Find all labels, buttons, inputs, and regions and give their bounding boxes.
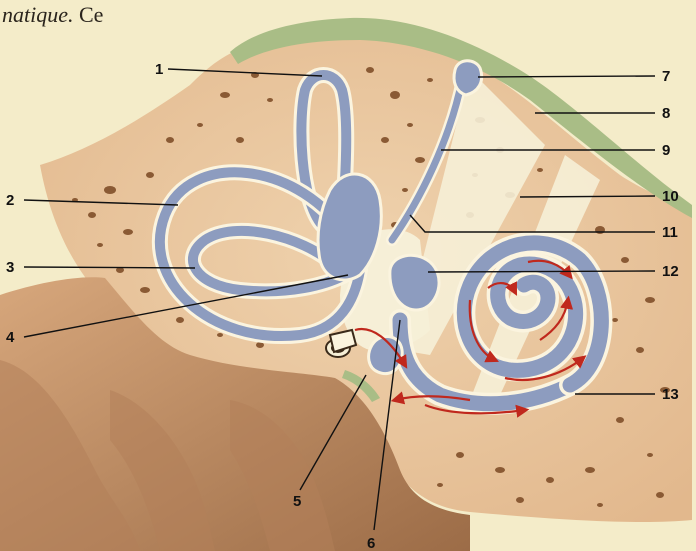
label-10: 10 (662, 188, 679, 205)
endolymphatic-sac (454, 61, 482, 95)
label-12: 12 (662, 263, 679, 280)
label-1: 1 (155, 61, 163, 78)
label-3: 3 (6, 259, 14, 276)
label-9: 9 (662, 142, 670, 159)
label-5: 5 (293, 493, 301, 510)
label-11: 11 (662, 224, 678, 241)
label-13: 13 (662, 386, 679, 403)
saccule (390, 255, 439, 310)
label-8: 8 (662, 105, 670, 122)
label-6: 6 (367, 535, 375, 551)
label-2: 2 (6, 192, 14, 209)
label-7: 7 (662, 68, 670, 85)
label-4: 4 (6, 329, 15, 346)
